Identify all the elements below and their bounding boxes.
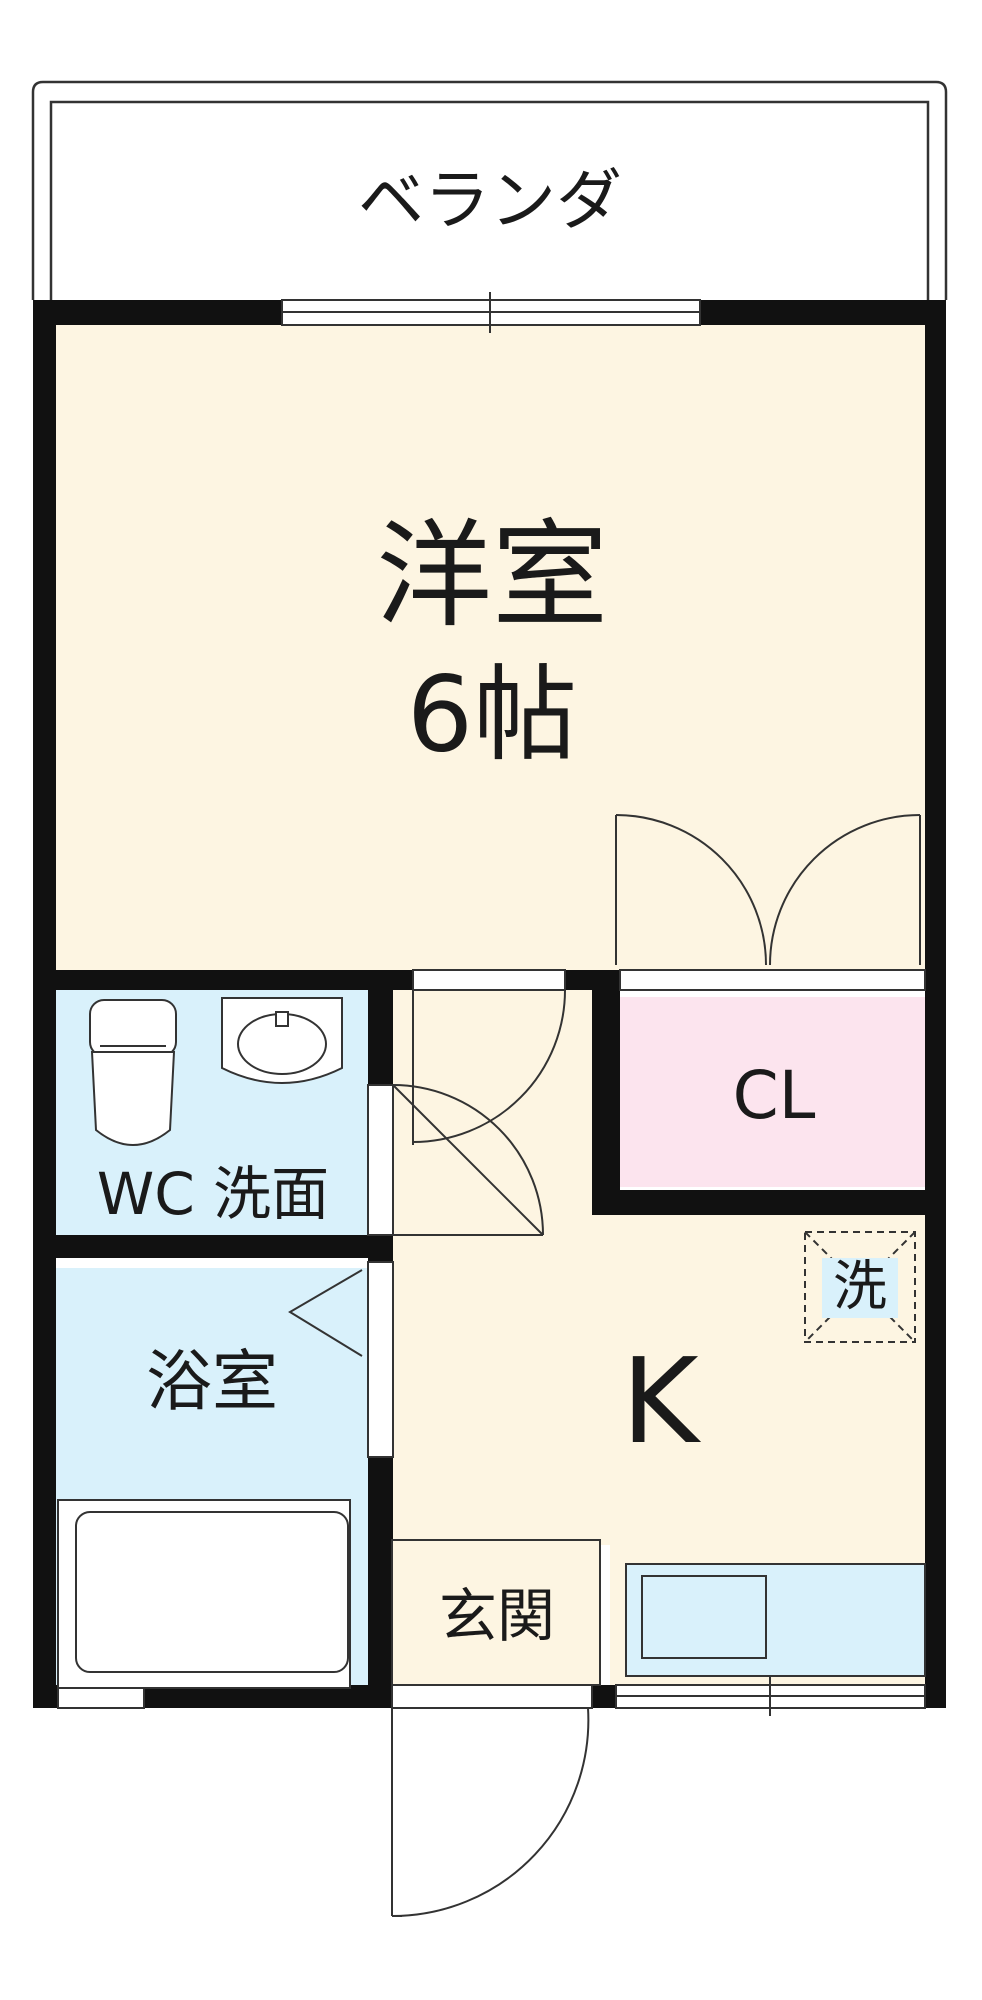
- veranda: [31, 80, 948, 300]
- hall-area: [392, 990, 610, 1545]
- openings: [57, 292, 926, 1716]
- bathroom-label: 浴室: [146, 1343, 278, 1420]
- kitchen-label: K: [621, 1332, 701, 1470]
- closet-label: CL: [733, 1057, 816, 1134]
- closet-area: [620, 997, 925, 1187]
- entrance-area: [392, 1545, 600, 1685]
- western-room-name: 洋室: [376, 509, 608, 644]
- entrance-step: [391, 1539, 601, 1686]
- door-swings: [391, 814, 921, 1918]
- entrance-label: 玄関: [439, 1582, 555, 1650]
- wash-basin-icon: [221, 997, 343, 1084]
- bathtub-icon: [57, 1499, 351, 1689]
- wc-washroom-label: WC 洗面: [97, 1160, 329, 1228]
- toilet-icon: [89, 999, 177, 1146]
- shower-icon: [288, 1269, 363, 1357]
- western-room-area: [55, 325, 925, 970]
- kitchen-counter-icon: [625, 1563, 926, 1677]
- washer-label: 洗: [833, 1255, 887, 1318]
- washer-label-bg: [822, 1258, 898, 1318]
- veranda-label: ベランダ: [358, 162, 622, 239]
- western-room-size: 6帖: [407, 653, 577, 775]
